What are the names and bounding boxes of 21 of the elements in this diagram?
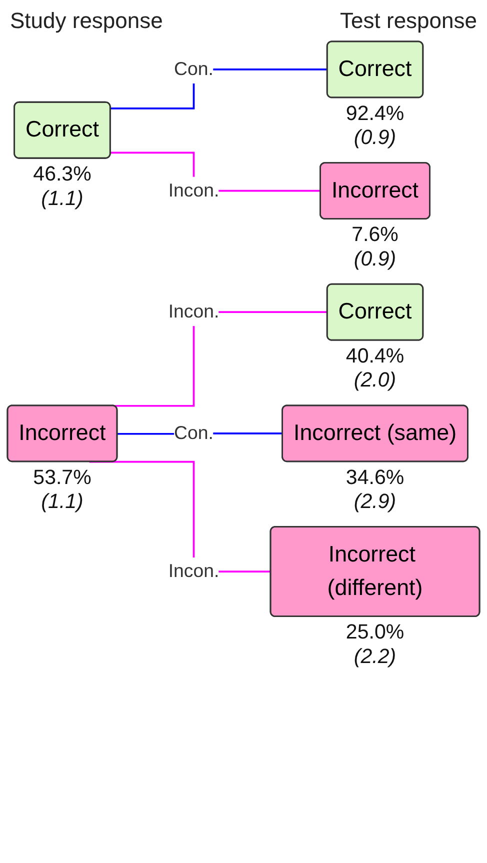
- error-value-label: (2.2): [354, 644, 396, 668]
- column-heading: Test response: [340, 8, 477, 34]
- error-value-label: (0.9): [354, 247, 396, 270]
- edge-label: Con.: [174, 59, 214, 80]
- percentage-label: 92.4%: [346, 102, 404, 125]
- edge-label: Incon.: [168, 180, 220, 202]
- edge-label: Incon.: [168, 561, 220, 582]
- error-value-label: (2.0): [354, 368, 396, 392]
- edge-label: Incon.: [168, 302, 220, 322]
- column-heading: Study response: [10, 8, 163, 34]
- error-value-label: (2.9): [354, 490, 396, 514]
- percentage-label: 53.7%: [33, 466, 92, 489]
- percentage-label: 40.4%: [346, 344, 404, 368]
- error-value-label: (0.9): [354, 126, 396, 150]
- edge-label: Con.: [174, 423, 214, 444]
- percentage-label: 46.3%: [33, 162, 92, 186]
- percentage-label: 34.6%: [346, 466, 404, 489]
- percentage-label: 7.6%: [352, 223, 398, 246]
- error-value-label: (1.1): [41, 490, 84, 514]
- error-value-label: (1.1): [41, 186, 84, 210]
- percentage-label: 25.0%: [346, 620, 404, 644]
